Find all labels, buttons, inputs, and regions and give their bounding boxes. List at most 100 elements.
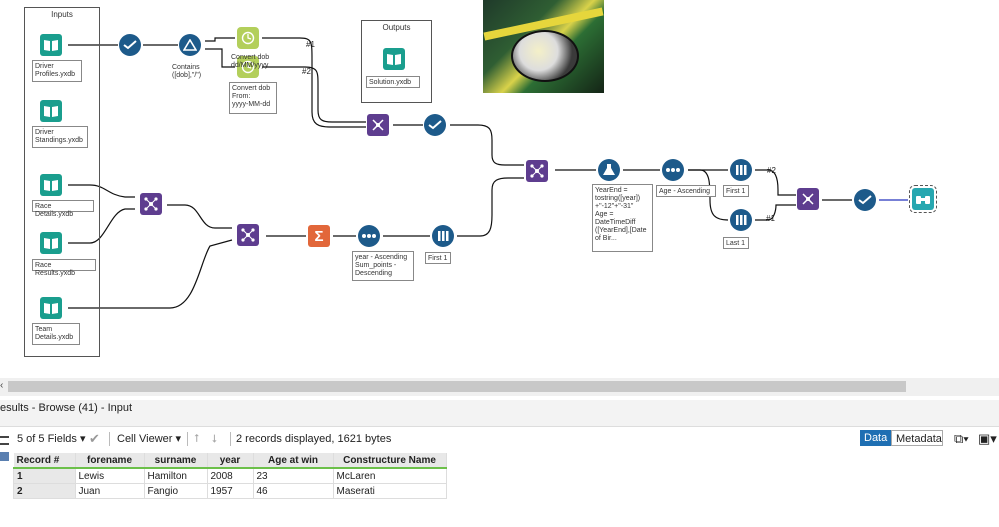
book-icon: [44, 238, 58, 249]
sample-tool-last[interactable]: [730, 209, 752, 231]
table-row[interactable]: 1 Lewis Hamilton 2008 23 McLaren: [13, 467, 447, 484]
book-icon: [44, 180, 58, 191]
union-tool[interactable]: [367, 114, 389, 136]
canvas-horizontal-scrollbar[interactable]: ‹: [0, 378, 999, 396]
copy-icon[interactable]: ⧉▾: [954, 431, 969, 446]
join-tool-3[interactable]: [526, 160, 548, 182]
sample-tool-1[interactable]: [432, 225, 454, 247]
inputs-container-title: Inputs: [51, 10, 73, 19]
table-cell[interactable]: Juan: [74, 483, 145, 499]
sigma-icon: Σ: [314, 227, 324, 245]
select-tool-3[interactable]: [854, 189, 876, 211]
datetime-annotation-2: Convert dob From: yyyy-MM-dd: [229, 82, 277, 114]
table-cell[interactable]: McLaren: [332, 467, 447, 484]
input-tool-driver-profiles[interactable]: [40, 34, 62, 56]
wire-label-2: #2: [302, 67, 311, 76]
table-cell[interactable]: 46: [252, 483, 334, 499]
column-header[interactable]: Record #: [13, 453, 76, 469]
sort-dots-icon: [362, 234, 376, 238]
book-icon: [44, 40, 58, 51]
input-tool-team-details[interactable]: [40, 297, 62, 319]
input-label-driver-profiles: Driver Profiles.yxdb: [32, 60, 82, 82]
column-header[interactable]: Constructure Name: [333, 453, 447, 469]
column-header[interactable]: year: [207, 453, 254, 469]
wire-label-3: #2: [767, 166, 776, 175]
sample-annotation-1: First 1: [425, 252, 451, 264]
sample-annotation-first: First 1: [723, 185, 749, 197]
input-tool-driver-standings[interactable]: [40, 100, 62, 122]
save-icon[interactable]: ▣▾: [978, 431, 997, 446]
filter-annotation: Contains ([dob],"/"): [172, 64, 202, 79]
table-cell[interactable]: 23: [252, 467, 334, 484]
select-tool-1[interactable]: [119, 34, 141, 56]
column-header[interactable]: surname: [144, 453, 208, 469]
join-tool-1[interactable]: [140, 193, 162, 215]
fields-dropdown[interactable]: 5 of 5 Fields ▾: [17, 431, 86, 447]
sort-annotation-2: Age - Ascending: [656, 185, 716, 197]
check-icon[interactable]: ✔: [89, 431, 100, 446]
cell-viewer-label: Cell Viewer: [117, 433, 173, 445]
scrollbar-thumb[interactable]: [8, 381, 906, 392]
input-tool-race-results[interactable]: [40, 232, 62, 254]
check-icon: [858, 195, 872, 205]
table-cell[interactable]: 1957: [206, 483, 254, 499]
sort-tool-2[interactable]: [662, 159, 684, 181]
table-cell[interactable]: Fangio: [143, 483, 208, 499]
output-tool-solution[interactable]: [383, 48, 405, 70]
formula-tool[interactable]: [598, 159, 620, 181]
check-icon: [428, 120, 442, 130]
join-tool-2[interactable]: [237, 224, 259, 246]
union-tool-2[interactable]: [797, 188, 819, 210]
results-toolbar: 5 of 5 Fields ▾ ✔ Cell Viewer ▾ ⭡ ⭣ 2 re…: [0, 428, 999, 450]
tab-metadata[interactable]: Metadata: [891, 430, 943, 446]
column-header[interactable]: Age at win: [253, 453, 334, 469]
table-header-row: Record # forename surname year Age at wi…: [13, 453, 447, 469]
sample-tool-first[interactable]: [730, 159, 752, 181]
record-number: 2: [13, 483, 76, 499]
union-icon: [372, 119, 384, 131]
sample-tubes-icon: [736, 215, 747, 225]
list-icon[interactable]: [0, 436, 9, 445]
book-icon: [387, 54, 401, 65]
sort-annotation-1: year - Ascending Sum_points - Descending: [352, 251, 414, 281]
tab-data[interactable]: Data: [860, 430, 891, 446]
datetime-annotation-1: Convert dob dd/MM/yyyy: [231, 54, 270, 69]
wire-label-1: #1: [306, 40, 315, 49]
book-icon: [44, 106, 58, 117]
join-icon: [241, 228, 255, 242]
cell-viewer-dropdown[interactable]: Cell Viewer ▾: [117, 431, 181, 447]
scroll-left-icon[interactable]: ‹: [0, 380, 4, 391]
join-icon: [144, 197, 158, 211]
column-header[interactable]: forename: [75, 453, 145, 469]
datetime-tool-2[interactable]: [237, 56, 259, 78]
arrow-up-icon[interactable]: ⭡: [194, 433, 200, 445]
results-table: Record # forename surname year Age at wi…: [13, 453, 447, 499]
datetime-tool-1[interactable]: [237, 27, 259, 49]
flask-icon: [603, 164, 615, 175]
summarize-tool[interactable]: Σ: [308, 225, 330, 247]
inputs-container[interactable]: Inputs: [24, 7, 100, 357]
grid-icon[interactable]: [0, 452, 9, 461]
results-side-icons: [0, 428, 11, 468]
arrow-down-icon[interactable]: ⭣: [212, 433, 218, 445]
results-title: esults - Browse (41) - Input: [0, 402, 133, 414]
select-tool-2[interactable]: [424, 114, 446, 136]
filter-tool[interactable]: [179, 34, 201, 56]
wire-label-4: #1: [766, 214, 775, 223]
table-cell[interactable]: 2008: [206, 467, 254, 484]
browse-tool[interactable]: [909, 185, 937, 213]
table-row[interactable]: 2 Juan Fangio 1957 46 Maserati: [13, 483, 447, 499]
results-title-bar: [0, 400, 999, 427]
sample-tubes-icon: [438, 231, 449, 241]
table-cell[interactable]: Hamilton: [143, 467, 208, 484]
fields-label: 5 of 5 Fields: [17, 433, 77, 445]
outputs-container[interactable]: Outputs: [361, 20, 432, 103]
table-cell[interactable]: Maserati: [332, 483, 447, 499]
output-label-solution: Solution.yxdb: [366, 76, 420, 88]
sort-tool-1[interactable]: [358, 225, 380, 247]
binoculars-icon: [916, 196, 930, 204]
input-label-race-details: Race Details.yxdb: [32, 200, 94, 218]
workflow-canvas[interactable]: Inputs Outputs Driver Profiles.yxdb Driv…: [0, 0, 999, 378]
table-cell[interactable]: Lewis: [74, 467, 145, 484]
input-tool-race-details[interactable]: [40, 174, 62, 196]
